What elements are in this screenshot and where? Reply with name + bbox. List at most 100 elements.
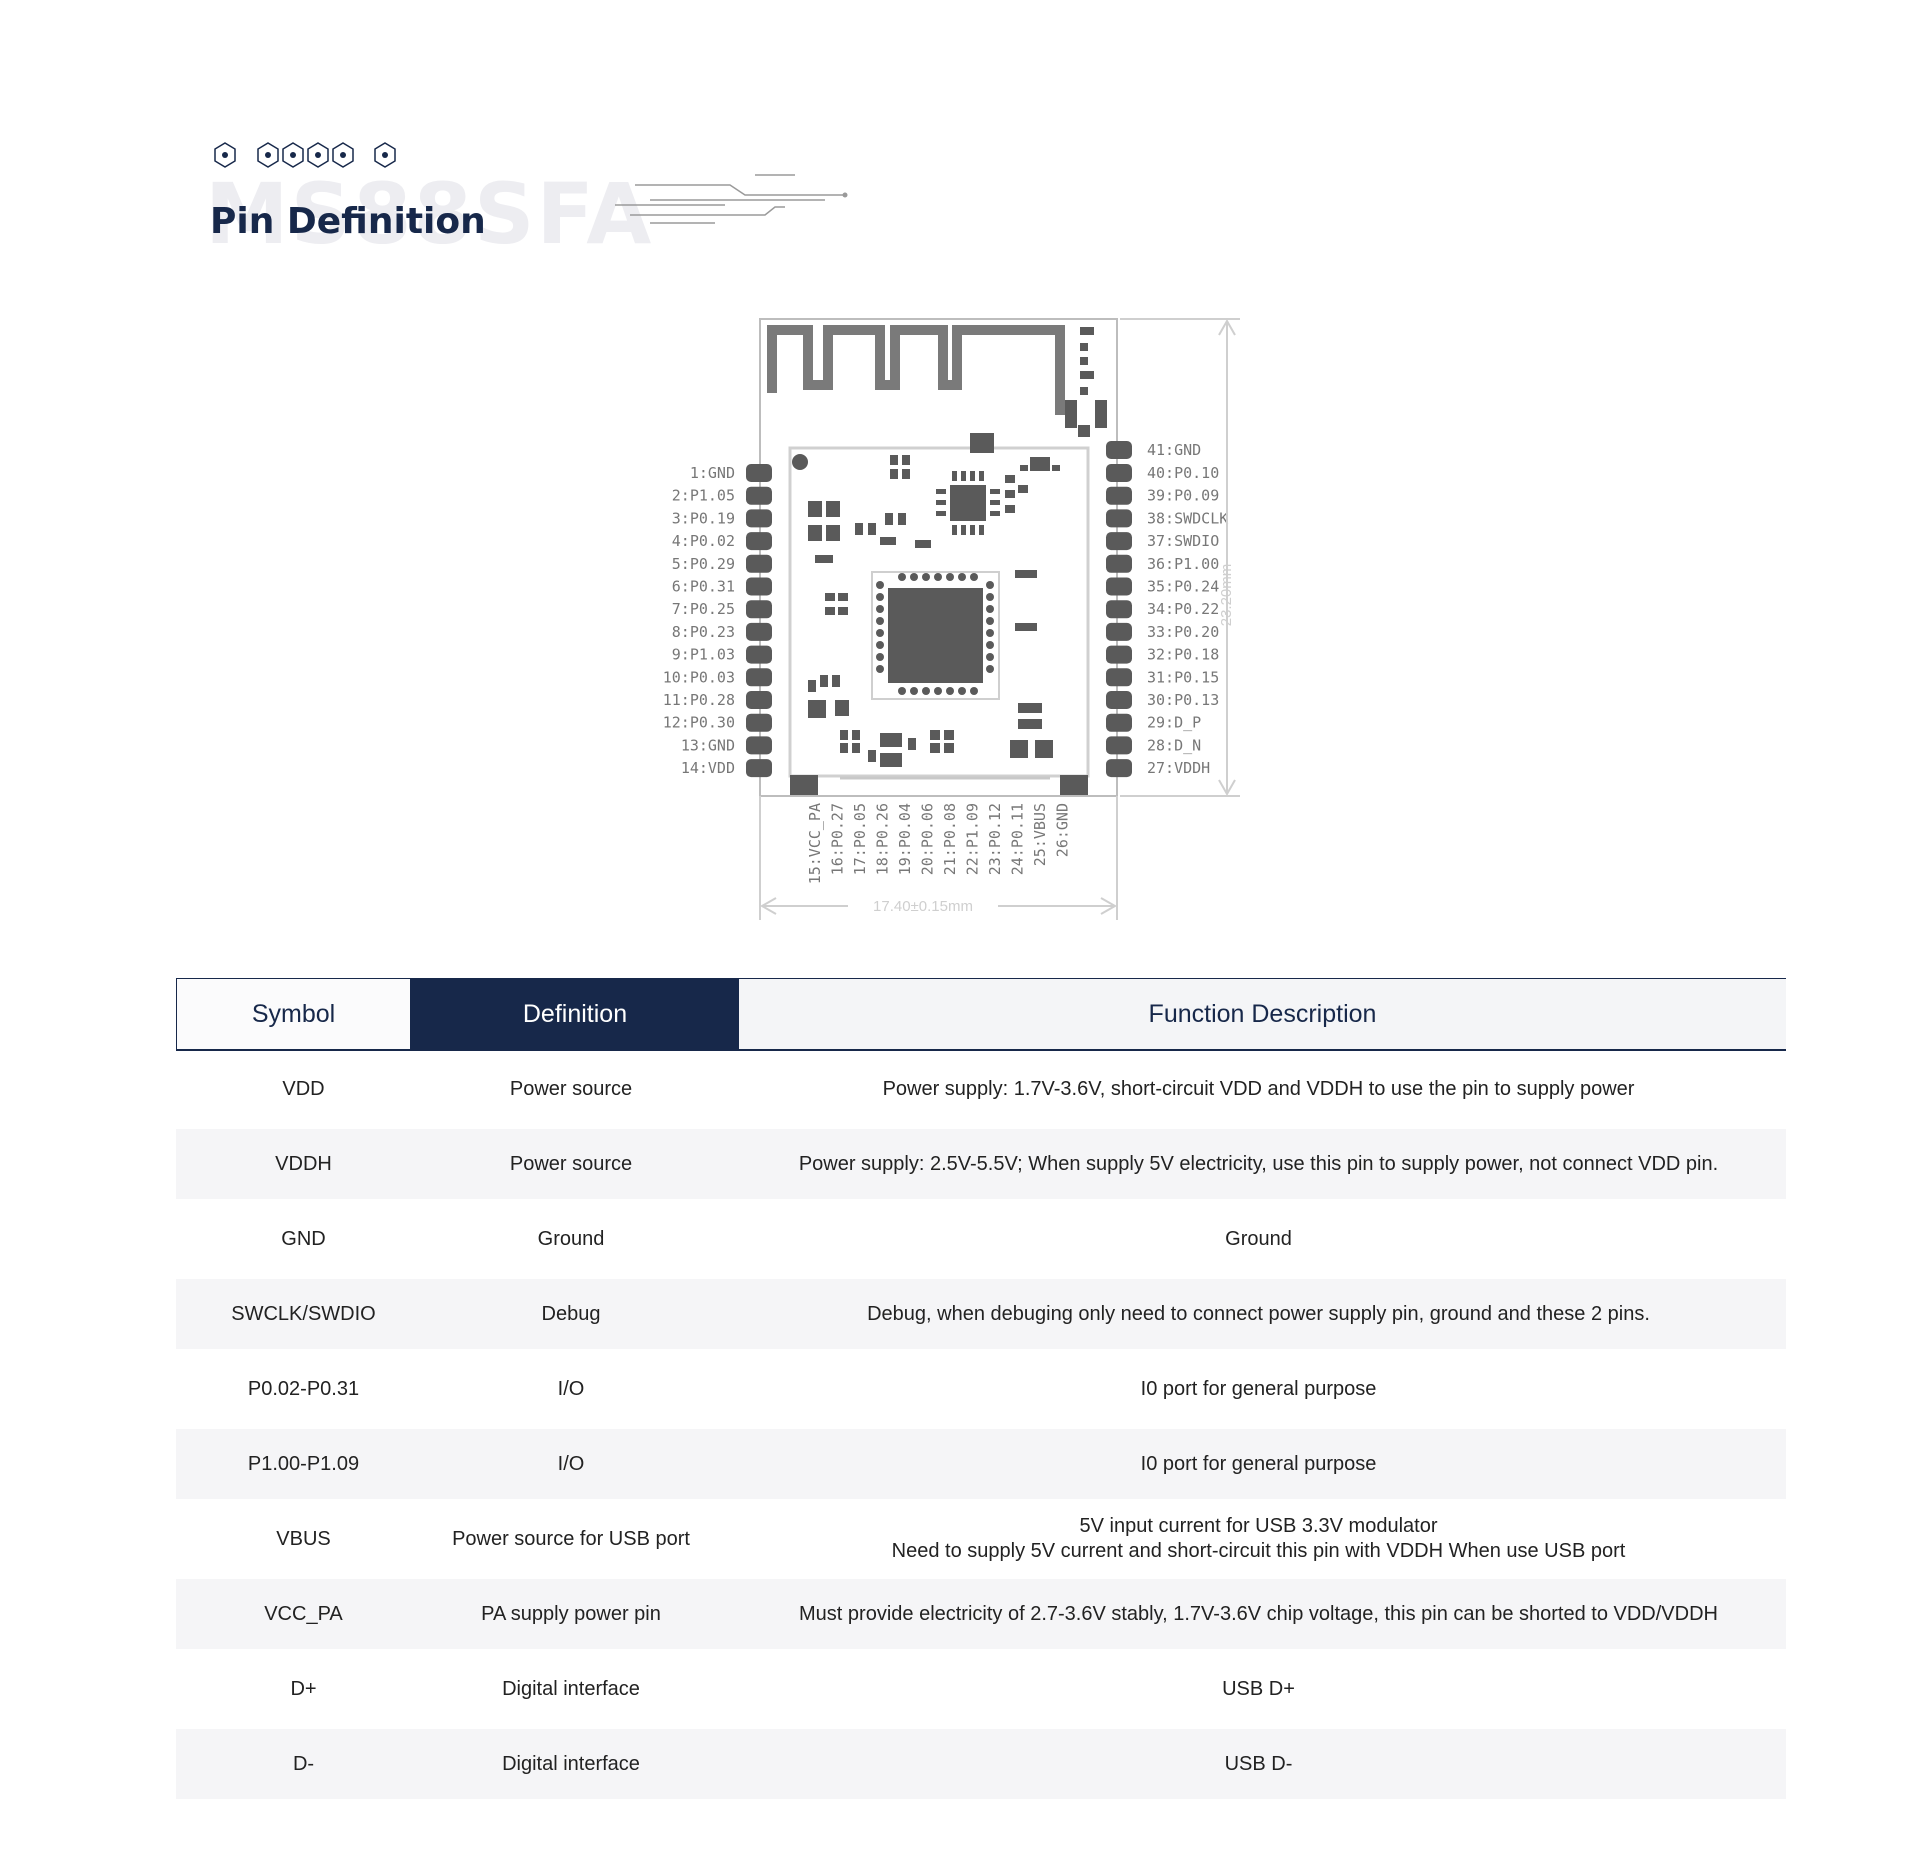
column-header-definition: Definition [411, 979, 739, 1049]
pin-label: 18:P0.26 [874, 803, 892, 875]
function-cell: USB D- [731, 1729, 1786, 1799]
left-pin-labels: 1:GND 2:P1.05 3:P0.19 4:P0.02 5:P0.29 6:… [663, 464, 735, 777]
pin-label: 9:P1.03 [672, 646, 735, 664]
pin-label: 27:VDDH [1147, 759, 1210, 777]
watermark-text: MS88SFA [205, 165, 654, 263]
function-cell: Debug, when debuging only need to connec… [731, 1279, 1786, 1349]
column-header-symbol: Symbol [176, 979, 411, 1049]
pin-label: 2:P1.05 [672, 487, 735, 505]
function-line: Debug, when debuging only need to connec… [867, 1302, 1650, 1325]
width-dimension [759, 796, 1118, 920]
pin-label: 10:P0.03 [663, 668, 735, 686]
height-dimension-label: 23.20mm [1218, 564, 1235, 627]
shield-can-outline [788, 446, 1090, 778]
pin-label: 3:P0.19 [672, 509, 735, 527]
pin-label: 25:VBUS [1031, 803, 1049, 866]
right-pin-pads [1106, 441, 1132, 778]
pin-label: 30:P0.13 [1147, 691, 1219, 709]
function-line: I0 port for general purpose [1140, 1377, 1377, 1400]
definition-cell: I/O [557, 1377, 585, 1400]
symbol-cell: GND [281, 1227, 326, 1250]
table-row: VDD Power source Power supply: 1.7V-3.6V… [176, 1054, 1786, 1124]
page-title: Pin Definition [210, 201, 486, 242]
symbol-cell: P0.02-P0.31 [247, 1377, 360, 1400]
pin-definition-table: Symbol Definition Function Description V… [176, 978, 1786, 1799]
function-cell: Ground [731, 1204, 1786, 1274]
function-cell: USB D+ [731, 1654, 1786, 1724]
circuit-traces-decoration [615, 174, 848, 224]
pin-label: 23:P0.12 [986, 803, 1004, 875]
pin-label: 4:P0.02 [672, 532, 735, 550]
function-cell: Power supply: 2.5V-5.5V; When supply 5V … [731, 1129, 1786, 1199]
module-pinout-diagram: 1:GND 2:P1.05 3:P0.19 4:P0.02 5:P0.29 6:… [663, 318, 1240, 920]
pin-label: 15:VCC_PA [806, 803, 824, 884]
function-line: Power supply: 2.5V-5.5V; When supply 5V … [798, 1152, 1719, 1175]
table-header: Symbol Definition Function Description [176, 978, 1786, 1051]
function-line: I0 port for general purpose [1140, 1452, 1377, 1475]
pin-label: 32:P0.18 [1147, 646, 1219, 664]
pin-label: 5:P0.29 [672, 555, 735, 573]
width-dimension-label: 17.40±0.15mm [873, 898, 973, 915]
function-line: Power supply: 1.7V-3.6V, short-circuit V… [882, 1077, 1635, 1100]
pin-label: 37:SWDIO [1147, 532, 1219, 550]
definition-cell: Power source for USB port [452, 1527, 690, 1550]
symbol-cell: D+ [290, 1677, 317, 1700]
function-cell: Must provide electricity of 2.7-3.6V sta… [731, 1579, 1786, 1649]
pin-label: 41:GND [1147, 441, 1201, 459]
function-line: Need to supply 5V current and short-circ… [891, 1540, 1626, 1562]
symbol-cell: VDD [282, 1077, 325, 1100]
definition-cell: Power source [509, 1152, 633, 1175]
pin-label: 12:P0.30 [663, 714, 735, 732]
pin-label: 16:P0.27 [829, 803, 847, 875]
table-row: P0.02-P0.31 I/O I0 port for general purp… [176, 1354, 1786, 1424]
function-line: 5V input current for USB 3.3V modulator [1079, 1515, 1438, 1537]
pin-label: 28:D_N [1147, 736, 1201, 754]
table-row: P1.00-P1.09 I/O I0 port for general purp… [176, 1429, 1786, 1499]
pin-label: 14:VDD [681, 759, 735, 777]
pin-label: 17:P0.05 [851, 803, 869, 875]
symbol-cell: SWCLK/SWDIO [231, 1302, 376, 1325]
chip-pads [876, 573, 994, 695]
pin-label: 6:P0.31 [672, 578, 735, 596]
pin-label: 36:P1.00 [1147, 555, 1219, 573]
pin-label: 1:GND [690, 464, 735, 482]
hexagon-dots-decoration [214, 142, 396, 168]
pin-label: 29:D_P [1147, 714, 1201, 732]
height-dimension [1120, 318, 1240, 797]
function-cell: Power supply: 1.7V-3.6V, short-circuit V… [731, 1054, 1786, 1124]
pin-label: 20:P0.06 [919, 803, 937, 875]
table-row: D+ Digital interface USB D+ [176, 1654, 1786, 1724]
definition-cell: Ground [537, 1227, 605, 1250]
function-cell: I0 port for general purpose [731, 1354, 1786, 1424]
function-line: Ground [1225, 1227, 1292, 1250]
pin-label: 34:P0.22 [1147, 600, 1219, 618]
table-row: VBUS Power source for USB port 5V input … [176, 1504, 1786, 1574]
table-row: VCC_PA PA supply power pin Must provide … [176, 1579, 1786, 1649]
pin-label: 31:P0.15 [1147, 668, 1219, 686]
function-line: Must provide electricity of 2.7-3.6V sta… [799, 1602, 1718, 1625]
function-cell: 5V input current for USB 3.3V modulator … [731, 1504, 1786, 1574]
right-pin-labels: 41:GND 40:P0.10 39:P0.09 38:SWDCLK 37:SW… [1147, 441, 1228, 777]
pin-label: 13:GND [681, 736, 735, 754]
pin-label: 26:GND [1054, 803, 1072, 857]
table-row: GND Ground Ground [176, 1204, 1786, 1274]
pin-label: 11:P0.28 [663, 691, 735, 709]
passive-components [790, 327, 1107, 795]
table-row: VDDH Power source Power supply: 2.5V-5.5… [176, 1129, 1786, 1199]
pin-label: 33:P0.20 [1147, 623, 1219, 641]
column-header-function: Function Description [1148, 999, 1377, 1028]
definition-cell: PA supply power pin [481, 1602, 661, 1625]
pin-label: 7:P0.25 [672, 600, 735, 618]
pin-label: 22:P1.09 [964, 803, 982, 875]
table-row: D- Digital interface USB D- [176, 1729, 1786, 1799]
pin-label: 21:P0.08 [941, 803, 959, 875]
definition-cell: Digital interface [502, 1677, 640, 1700]
symbol-cell: VDDH [275, 1152, 332, 1175]
table-row: SWCLK/SWDIO Debug Debug, when debuging o… [176, 1279, 1786, 1349]
pcb-antenna [767, 325, 1065, 415]
pin-label: 24:P0.11 [1009, 803, 1027, 875]
pin-label: 40:P0.10 [1147, 464, 1219, 482]
function-line: USB D+ [1222, 1677, 1295, 1700]
secondary-chip-pads [936, 471, 1000, 535]
pin-label: 35:P0.24 [1147, 578, 1219, 596]
